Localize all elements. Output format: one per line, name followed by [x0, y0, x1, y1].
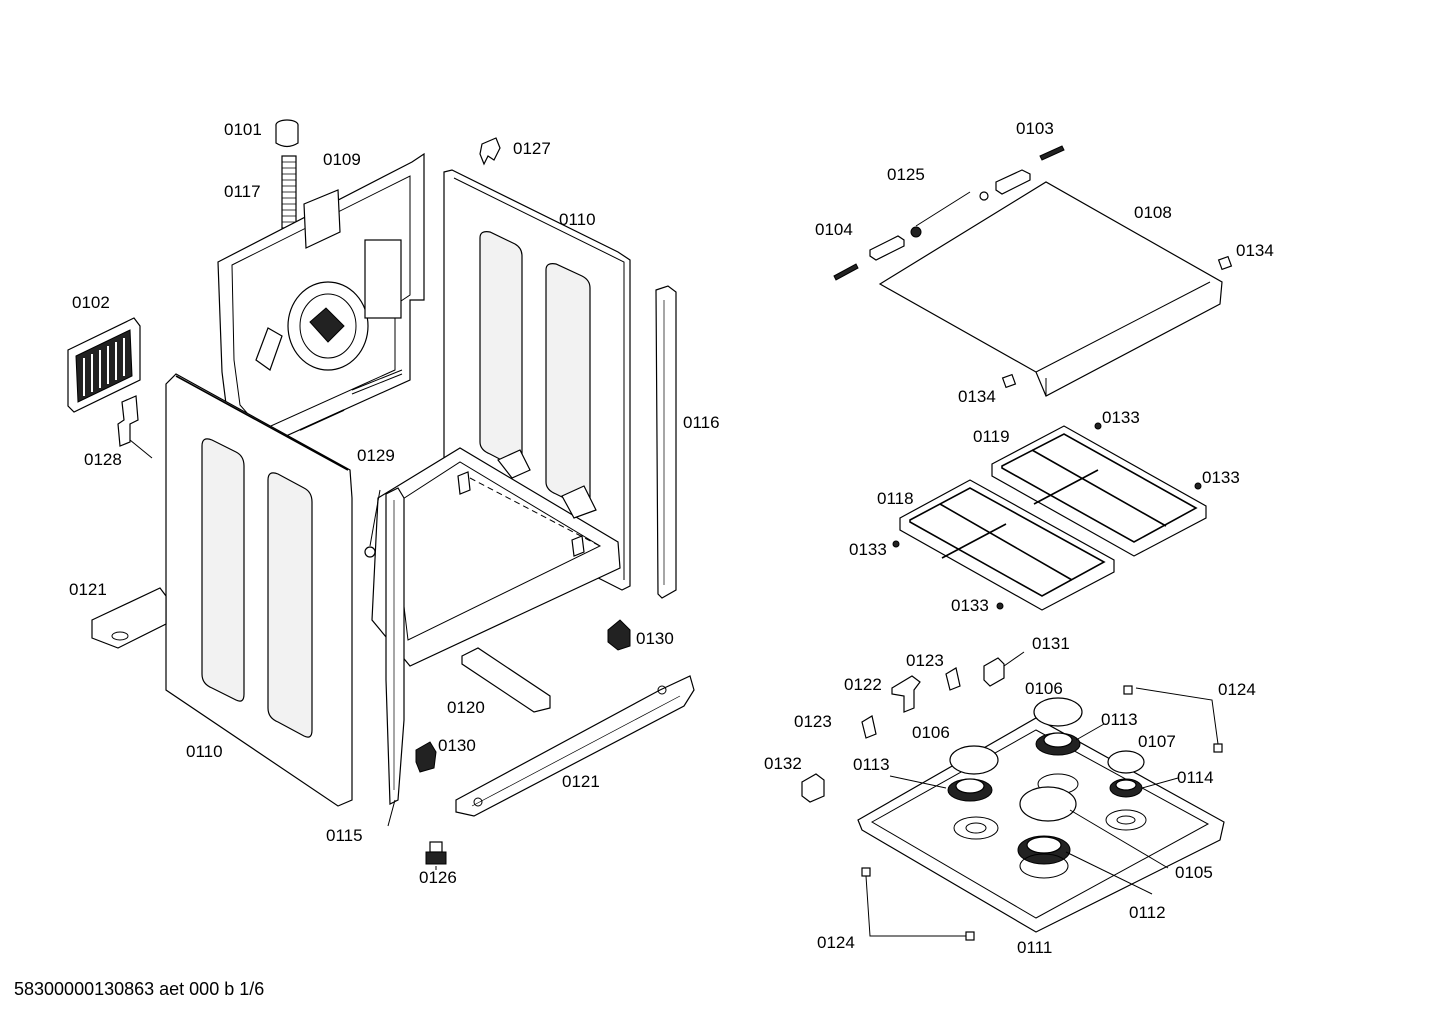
label-0134-left: 0134 — [958, 387, 996, 406]
label-0117: 0117 — [224, 182, 261, 201]
part-0108-lid — [878, 181, 1223, 397]
label-0111: 0111 — [1017, 938, 1052, 957]
part-0101-cap — [275, 119, 299, 148]
label-0115: 0115 — [326, 826, 363, 845]
part-0125-washer-upper — [979, 191, 989, 201]
label-0109: 0109 — [323, 150, 361, 169]
part-0133-foot-d — [996, 602, 1004, 610]
label-0110-top: 0110 — [559, 210, 596, 229]
part-0113-burner-rear — [1035, 732, 1081, 756]
part-0129-grommet — [364, 546, 376, 558]
label-0133-c: 0133 — [849, 540, 887, 559]
part-0130-clip-upper — [607, 619, 631, 651]
part-0133-foot-c — [892, 540, 900, 548]
part-0133-foot-b — [1194, 482, 1202, 490]
label-0114: 0114 — [1177, 768, 1214, 787]
label-0103: 0103 — [1016, 119, 1054, 138]
part-0124-clip-c — [861, 867, 871, 877]
part-0104-screw — [833, 263, 859, 281]
part-0134-pad-right — [1217, 255, 1233, 271]
label-0106-left: 0106 — [912, 723, 950, 742]
label-0113-rear: 0113 — [1101, 710, 1138, 729]
part-0124-clip-d — [965, 931, 975, 941]
part-0110-left-side-panel — [165, 373, 353, 807]
label-0108: 0108 — [1134, 203, 1172, 222]
part-0115-front-rail — [385, 487, 405, 805]
label-0133-a: 0133 — [1102, 408, 1140, 427]
label-0113-left: 0113 — [853, 755, 890, 774]
part-0121-left-rail — [91, 587, 167, 649]
part-0109-back-panel — [217, 152, 425, 451]
part-0108-hinge-left — [869, 235, 905, 261]
part-0130-clip-lower — [415, 741, 437, 773]
part-0124-clip-b — [1213, 743, 1223, 753]
part-0123-clip-upper — [945, 667, 961, 691]
label-0129: 0129 — [357, 446, 395, 465]
label-0123-lower: 0123 — [794, 712, 832, 731]
label-0124-left: 0124 — [817, 933, 855, 952]
cooktop-assembly — [801, 145, 1233, 941]
part-0117-hose — [281, 155, 297, 229]
document-footer-code: 58300000130863 aet 000 b 1/6 — [14, 979, 265, 999]
label-0126: 0126 — [419, 868, 457, 887]
part-0120-slide — [461, 647, 551, 713]
part-0134-pad-left — [1001, 373, 1017, 389]
label-0101: 0101 — [224, 120, 262, 139]
label-0120: 0120 — [447, 698, 485, 717]
label-0110-bottom: 0110 — [186, 742, 223, 761]
label-0121-bottom: 0121 — [562, 772, 600, 791]
label-0104: 0104 — [815, 220, 853, 239]
label-0124-right: 0124 — [1218, 680, 1256, 699]
label-0105: 0105 — [1175, 863, 1213, 882]
part-0107-burner-cap-small — [1107, 750, 1145, 774]
part-0106-burner-cap-rear — [1033, 697, 1083, 727]
part-0128-clip — [117, 395, 139, 447]
part-0133-foot-a — [1094, 422, 1102, 430]
part-0119-pan-support-rear — [991, 425, 1207, 557]
part-0113-burner-left — [947, 778, 993, 802]
label-0130-lower: 0130 — [438, 736, 476, 755]
part-0131-bracket — [983, 657, 1005, 687]
part-0129-base-tray — [371, 447, 621, 667]
label-0131: 0131 — [1032, 634, 1070, 653]
part-0114-burner-small — [1109, 778, 1143, 798]
part-labels: 0101 0109 0117 0127 0110 0102 0128 0129 … — [69, 119, 1274, 957]
label-0133-b: 0133 — [1202, 468, 1240, 487]
label-0130-upper: 0130 — [636, 629, 674, 648]
part-0122-nozzle — [891, 675, 921, 713]
label-0125: 0125 — [887, 165, 925, 184]
label-0122: 0122 — [844, 675, 882, 694]
label-0133-d: 0133 — [951, 596, 989, 615]
part-0102-grille — [67, 317, 141, 413]
label-0121-left: 0121 — [69, 580, 107, 599]
label-0116: 0116 — [683, 413, 720, 432]
label-0107: 0107 — [1138, 732, 1176, 751]
part-0127-bracket — [479, 137, 501, 166]
oven-body-assembly — [67, 119, 695, 870]
part-0105-burner-cap-large — [1019, 786, 1077, 822]
label-0119: 0119 — [973, 427, 1010, 446]
part-0124-clip-a — [1123, 685, 1133, 695]
part-0116-rail — [655, 285, 677, 599]
label-0128: 0128 — [84, 450, 122, 469]
label-0132: 0132 — [764, 754, 802, 773]
part-0118-pan-support-front — [899, 479, 1115, 611]
part-0112-burner-large — [1017, 835, 1071, 879]
label-0106-rear: 0106 — [1025, 679, 1063, 698]
label-0127: 0127 — [513, 139, 551, 158]
label-0112: 0112 — [1129, 903, 1166, 922]
part-0103-screw — [1039, 145, 1065, 161]
part-0121-bottom-rail — [455, 675, 695, 817]
part-0126-foot — [425, 841, 447, 865]
label-0102: 0102 — [72, 293, 110, 312]
part-0106-burner-cap-left — [949, 745, 999, 775]
label-0123-upper: 0123 — [906, 651, 944, 670]
part-0132-bracket — [801, 773, 825, 803]
part-0125-washer-lower — [910, 226, 922, 238]
part-0108-hinge-right — [995, 169, 1031, 195]
part-0123-clip-lower — [861, 715, 877, 739]
label-0118: 0118 — [877, 489, 914, 508]
label-0134-right: 0134 — [1236, 241, 1274, 260]
